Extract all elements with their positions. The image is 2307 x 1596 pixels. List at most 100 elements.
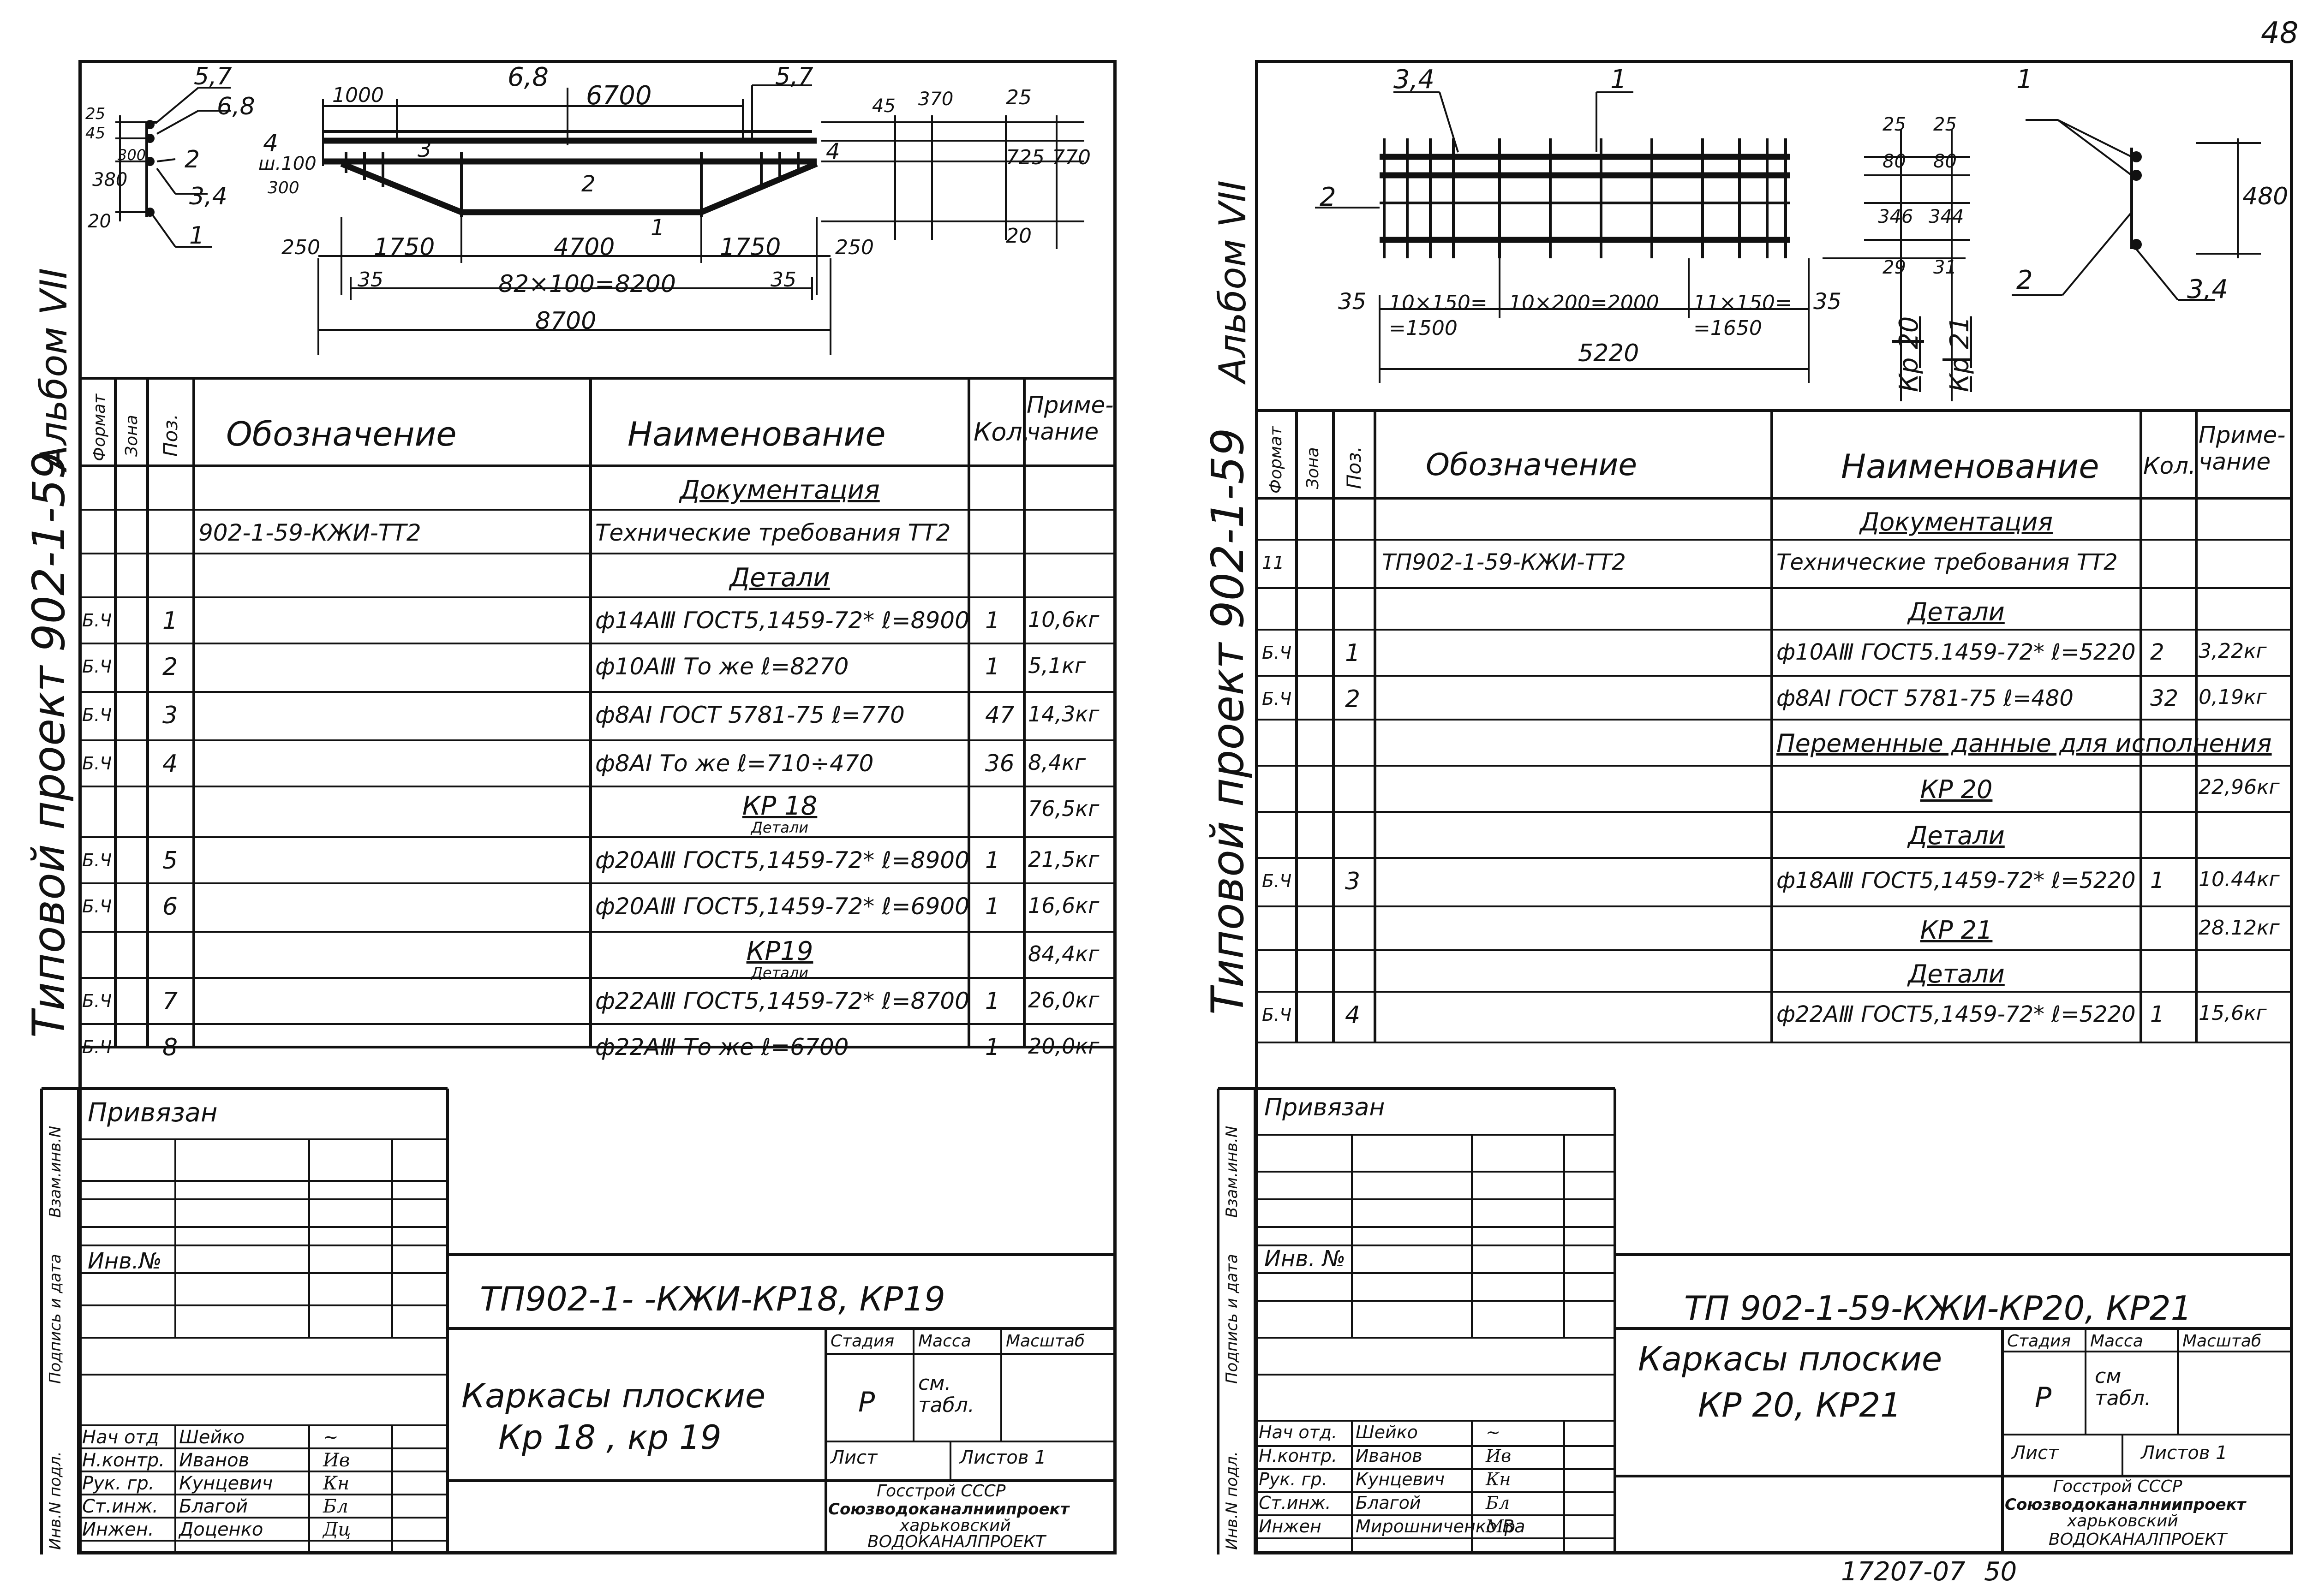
- row-note: 14,3кг: [1028, 702, 1100, 727]
- row-format: Б.Ч: [1262, 871, 1292, 891]
- left-dim-text: 3,4: [189, 183, 227, 210]
- row-position: 3: [162, 702, 178, 729]
- left-dim-text: 250: [835, 236, 874, 259]
- left-dim-text: 25: [1006, 86, 1032, 109]
- stamp-signature: ~: [1486, 1422, 1500, 1442]
- stamp-person-name: Кунцевич: [179, 1473, 273, 1494]
- left-org-line: ВОДОКАНАЛПРОЕКТ: [867, 1532, 1046, 1551]
- row-format: Б.Ч: [1262, 1005, 1292, 1025]
- right-dim-text: 31: [1933, 257, 1957, 278]
- left-sheets-label: Листов 1: [960, 1447, 1046, 1468]
- row-name: ф22АⅢ ГОСТ5,1459-72* ℓ=8700: [595, 988, 969, 1014]
- right-dim-text: 480: [2242, 183, 2289, 210]
- stamp-role: Рук. гр.: [1259, 1469, 1327, 1489]
- right-dim-text: 3,4: [2187, 274, 2229, 304]
- row-position: 6: [162, 893, 178, 921]
- row-name: Детали: [1908, 959, 2005, 989]
- right-col-name: Наименование: [1841, 447, 2099, 486]
- left-stage-header: Стадия: [831, 1332, 895, 1351]
- row-name: Переменные данные для исполнения: [1776, 729, 2272, 758]
- left-dim-text: 1: [189, 222, 205, 250]
- row-name: ф18АⅢ ГОСТ5,1459-72* ℓ=5220: [1776, 868, 2136, 893]
- row-format: Б.Ч: [82, 850, 112, 870]
- row-note: 10,6кг: [1028, 607, 1100, 632]
- right-dim-text: 344: [1929, 206, 1964, 227]
- left-linked-label: Привязан: [88, 1098, 218, 1128]
- row-name: Детали: [1908, 597, 2005, 626]
- stamp-person-name: Мирошниченко Ва: [1356, 1516, 1525, 1536]
- left-dim-text: 370: [918, 89, 954, 110]
- row-note: 21,5кг: [1028, 847, 1100, 872]
- row-format: Б.Ч: [82, 610, 112, 631]
- row-name: КР 21: [1920, 916, 1993, 945]
- row-position: 4: [1345, 1001, 1361, 1029]
- stamp-person-name: Кунцевич: [1356, 1469, 1445, 1489]
- row-position: 5: [162, 847, 178, 875]
- row-position: 1: [1345, 639, 1361, 667]
- row-position: 3: [1345, 868, 1361, 895]
- row-note: 5,1кг: [1028, 653, 1086, 678]
- left-dim-text: 20: [88, 211, 111, 232]
- stamp-signature: Кн: [323, 1473, 350, 1494]
- stamp-role: Ст.инж.: [82, 1496, 158, 1517]
- row-position: 4: [162, 750, 178, 778]
- row-note: 15,6кг: [2199, 1001, 2267, 1025]
- left-scale-header: Масштаб: [1006, 1332, 1085, 1351]
- row-position: 2: [162, 653, 178, 681]
- stamp-role: Ст.инж.: [1259, 1493, 1331, 1513]
- right-stage-value: Р: [2035, 1382, 2052, 1414]
- right-dim-text: 10×200=2000: [1509, 291, 1659, 315]
- row-position: 2: [1345, 685, 1361, 713]
- right-sheet: [1255, 60, 2293, 1554]
- left-mass-value: см. табл.: [918, 1371, 974, 1417]
- left-dim-text: 300: [118, 146, 146, 164]
- stamp-role: Инжен.: [82, 1519, 154, 1540]
- right-sheet-label: Лист: [2012, 1442, 2059, 1464]
- left-dim-text: 1750: [374, 233, 435, 261]
- stamp-signature: ~: [323, 1427, 339, 1448]
- row-name: КР19: [746, 936, 813, 966]
- left-dim-text: 6,8: [217, 93, 255, 120]
- right-dim-text: 35: [1813, 289, 1842, 315]
- page-number: 48: [2261, 16, 2299, 50]
- row-format: 11: [1262, 553, 1285, 573]
- row-name: Документация: [680, 475, 880, 505]
- row-quantity: 1: [985, 988, 1000, 1014]
- row-note: 20,0кг: [1028, 1034, 1100, 1059]
- stamp-role: Рук. гр.: [82, 1473, 155, 1494]
- row-position: 1: [162, 607, 178, 635]
- left-dim-text: 35: [771, 268, 796, 292]
- row-format: Б.Ч: [82, 705, 112, 725]
- left-inv-label: Инв.№: [88, 1248, 162, 1274]
- left-doc-title-2: Кр 18 , кр 19: [498, 1418, 722, 1457]
- row-name: КР 20: [1920, 775, 1993, 804]
- left-dim-text: 35: [358, 268, 383, 292]
- row-name: Технические требования ТТ2: [1776, 549, 2118, 575]
- stamp-signature: Мр: [1486, 1516, 1515, 1536]
- left-col-designation: Обозначение: [226, 415, 457, 453]
- row-name: Технические требования ТТ2: [595, 519, 951, 546]
- row-note: 22,96кг: [2199, 775, 2280, 799]
- right-dim-text: 25: [1933, 114, 1957, 135]
- row-format: Б.Ч: [1262, 643, 1292, 663]
- row-quantity: 47: [985, 702, 1015, 728]
- right-dim-text: 1: [1610, 65, 1627, 95]
- row-format: Б.Ч: [82, 656, 112, 677]
- left-col-qty: Кол.: [974, 417, 1031, 447]
- stamp-role: Н.контр.: [1259, 1446, 1338, 1466]
- stamp-role: Нач отд: [82, 1427, 159, 1448]
- right-org-line: ВОДОКАНАЛПРОЕКТ: [2049, 1530, 2227, 1549]
- right-kr20-label: Кр 20: [1894, 316, 1924, 392]
- row-name: ф22АⅢ То же ℓ=6700: [595, 1034, 849, 1060]
- left-dim-text: 4700: [554, 233, 615, 261]
- right-dim-text: 346: [1878, 206, 1913, 227]
- right-inv-label: Инв. №: [1264, 1246, 1346, 1272]
- row-format: Б.Ч: [82, 1037, 112, 1057]
- row-format: Б.Ч: [1262, 689, 1292, 709]
- right-mass-value: см табл.: [2095, 1364, 2151, 1411]
- row-name: ф22АⅢ ГОСТ5,1459-72* ℓ=5220: [1776, 1001, 2136, 1027]
- row-note: 26,0кг: [1028, 988, 1100, 1012]
- stamp-role: Нач отд.: [1259, 1422, 1338, 1442]
- row-note: 8,4кг: [1028, 750, 1086, 775]
